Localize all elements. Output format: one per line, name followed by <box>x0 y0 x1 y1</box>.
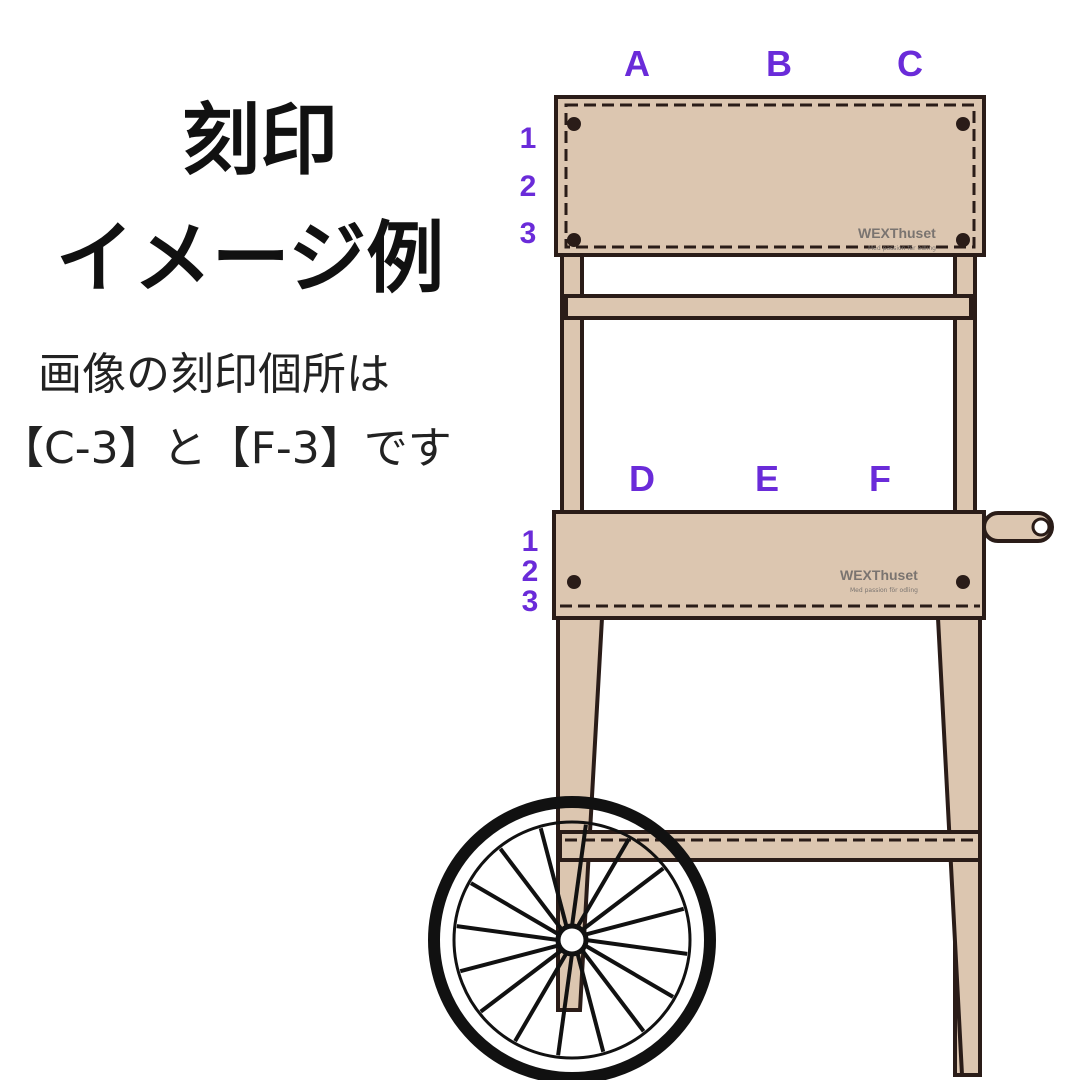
wheel-spoke <box>584 906 685 937</box>
wheel-spoke <box>479 948 564 1014</box>
wheel-spoke <box>456 924 559 942</box>
description-line-1: 画像の刻印個所は <box>38 349 390 400</box>
upper-box <box>554 95 986 257</box>
wheel-spoke <box>469 881 561 937</box>
brand-tagline-upper: Med passion för odling <box>868 245 936 252</box>
brand-logo-lower: WEXThuset <box>840 567 918 583</box>
wheel-spoke <box>570 824 588 927</box>
column-label-c: C <box>897 43 923 84</box>
row-label-upper-3: 3 <box>520 217 537 250</box>
upper-shelf <box>564 294 973 320</box>
column-label-d: D <box>629 458 655 499</box>
row-label-lower-2: 2 <box>522 555 539 588</box>
column-label-f: F <box>869 458 891 499</box>
row-label-lower-1: 1 <box>522 525 539 558</box>
row-label-lower-3: 3 <box>522 585 539 618</box>
wheel <box>428 796 716 1080</box>
brand-logo-upper: WEXThuset <box>858 225 936 241</box>
heading-line-1: 刻印 <box>181 96 338 186</box>
wheel-spoke <box>538 827 569 928</box>
wheel-spoke <box>459 943 560 974</box>
wheel-spoke <box>580 948 646 1033</box>
row-label-upper-2: 2 <box>520 170 537 203</box>
column-label-a: A <box>624 43 650 84</box>
brand-tagline-lower: Med passion för odling <box>850 587 918 594</box>
wheel-spoke <box>575 952 606 1053</box>
column-label-b: B <box>766 43 792 84</box>
wheel-spoke <box>580 866 665 932</box>
wheel-spoke <box>498 847 564 932</box>
wheel-spoke <box>585 938 688 956</box>
wheel-spoke <box>556 953 574 1056</box>
wheel-spoke <box>575 837 631 929</box>
column-label-e: E <box>755 458 779 499</box>
lower-box <box>552 510 986 620</box>
wheel-spoke <box>513 951 569 1043</box>
heading-line-2: イメージ例 <box>55 214 445 304</box>
front-left-leg <box>556 616 605 1012</box>
row-label-upper-1: 1 <box>520 122 537 155</box>
wheel-spoke <box>583 943 675 999</box>
description-line-2: 【C-3】と【F-3】です <box>0 423 452 474</box>
